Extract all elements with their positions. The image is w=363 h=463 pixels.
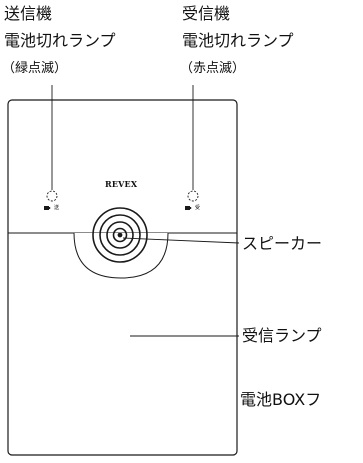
receive-lamp-label: 受信ランプ	[242, 326, 322, 345]
receiver-battery-icon	[185, 206, 192, 210]
receiver-lamp-label-line2: 電池切れランプ	[182, 31, 294, 50]
sender-lamp-label-note: （緑点滅）	[2, 61, 68, 76]
leader-line-speaker	[122, 237, 240, 244]
receiver-lamp-label-note: （赤点滅）	[180, 61, 246, 76]
receiver-lamp-label-line1: 受信機	[182, 4, 231, 23]
speaker-label: スピーカー	[242, 234, 323, 253]
device-body	[7, 99, 238, 456]
sender-battery-icon	[44, 206, 51, 210]
sender-lamp-icon	[46, 190, 58, 202]
sender-indicator-text: 送	[54, 205, 60, 211]
sender-lamp-label-line1: 送信機	[4, 4, 53, 23]
receiver-lamp-icon	[187, 190, 199, 202]
receiver-indicator-text: 受	[195, 205, 201, 211]
sender-lamp-label-line2: 電池切れランプ	[4, 31, 116, 50]
battery-cover-label: 電池BOXフ	[240, 390, 322, 409]
brand-logo: REVEX	[105, 179, 138, 189]
speaker-grille	[92, 207, 148, 263]
